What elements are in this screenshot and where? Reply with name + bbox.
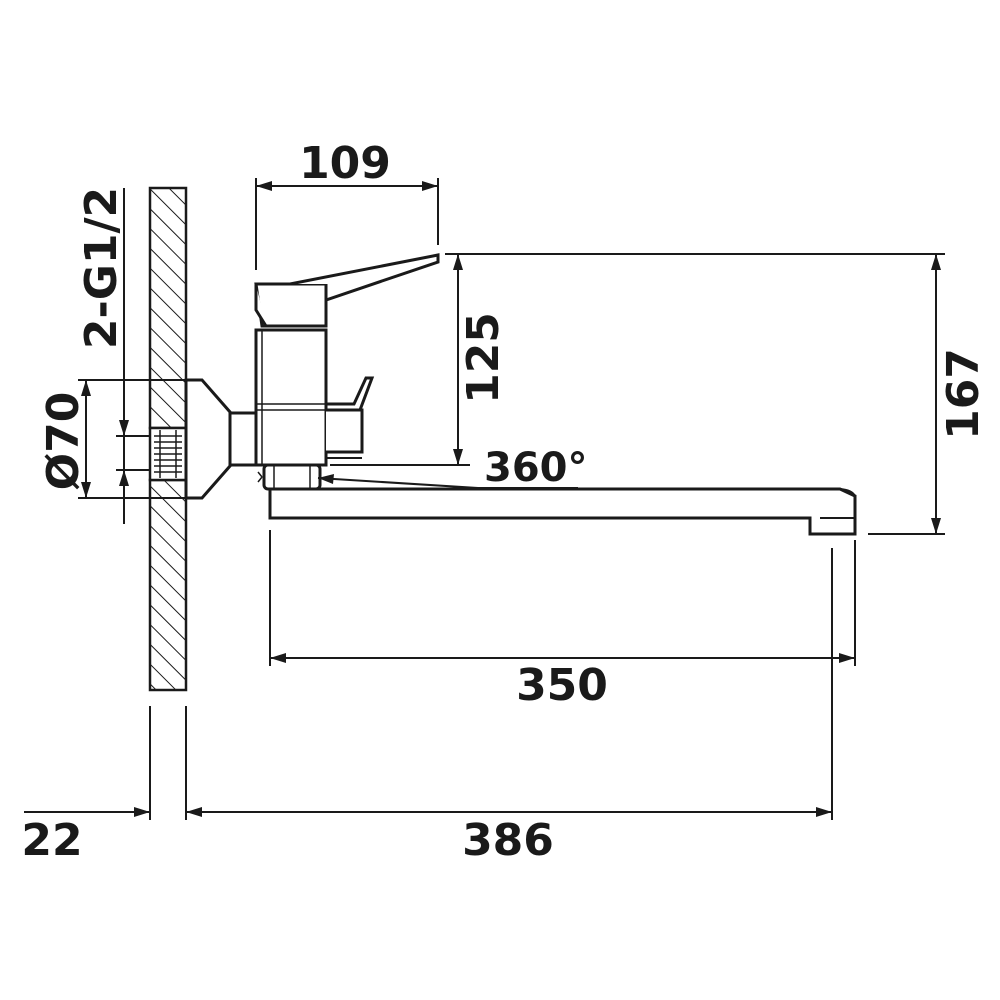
rotation-callout: 360° xyxy=(317,445,588,491)
wall-flange xyxy=(184,378,258,500)
dimension-167: 167 xyxy=(868,254,989,535)
faucet-body xyxy=(254,253,440,491)
wall-section xyxy=(148,186,188,820)
dimension-109: 109 xyxy=(255,138,439,270)
dimension-diameter-70: Ø70 xyxy=(38,379,190,499)
dimension-label-109: 109 xyxy=(299,138,391,189)
dimension-22: 22 xyxy=(21,807,150,866)
dimension-label-125: 125 xyxy=(458,312,509,404)
dimension-label-167: 167 xyxy=(938,348,989,440)
dimension-label-diameter-70: Ø70 xyxy=(38,392,89,491)
dimension-label-connection: 2-G1/2 xyxy=(76,187,127,349)
rotation-label: 360° xyxy=(484,445,588,491)
dimension-label-350: 350 xyxy=(516,660,608,711)
dimension-label-22: 22 xyxy=(21,815,82,866)
spout xyxy=(268,487,857,536)
dimension-connection-g12: 2-G1/2 xyxy=(76,187,150,524)
dimension-125: 125 xyxy=(330,253,945,466)
dimension-label-386: 386 xyxy=(462,815,554,866)
dimension-350: 350 xyxy=(269,530,856,711)
dimension-386: 386 xyxy=(186,548,833,866)
